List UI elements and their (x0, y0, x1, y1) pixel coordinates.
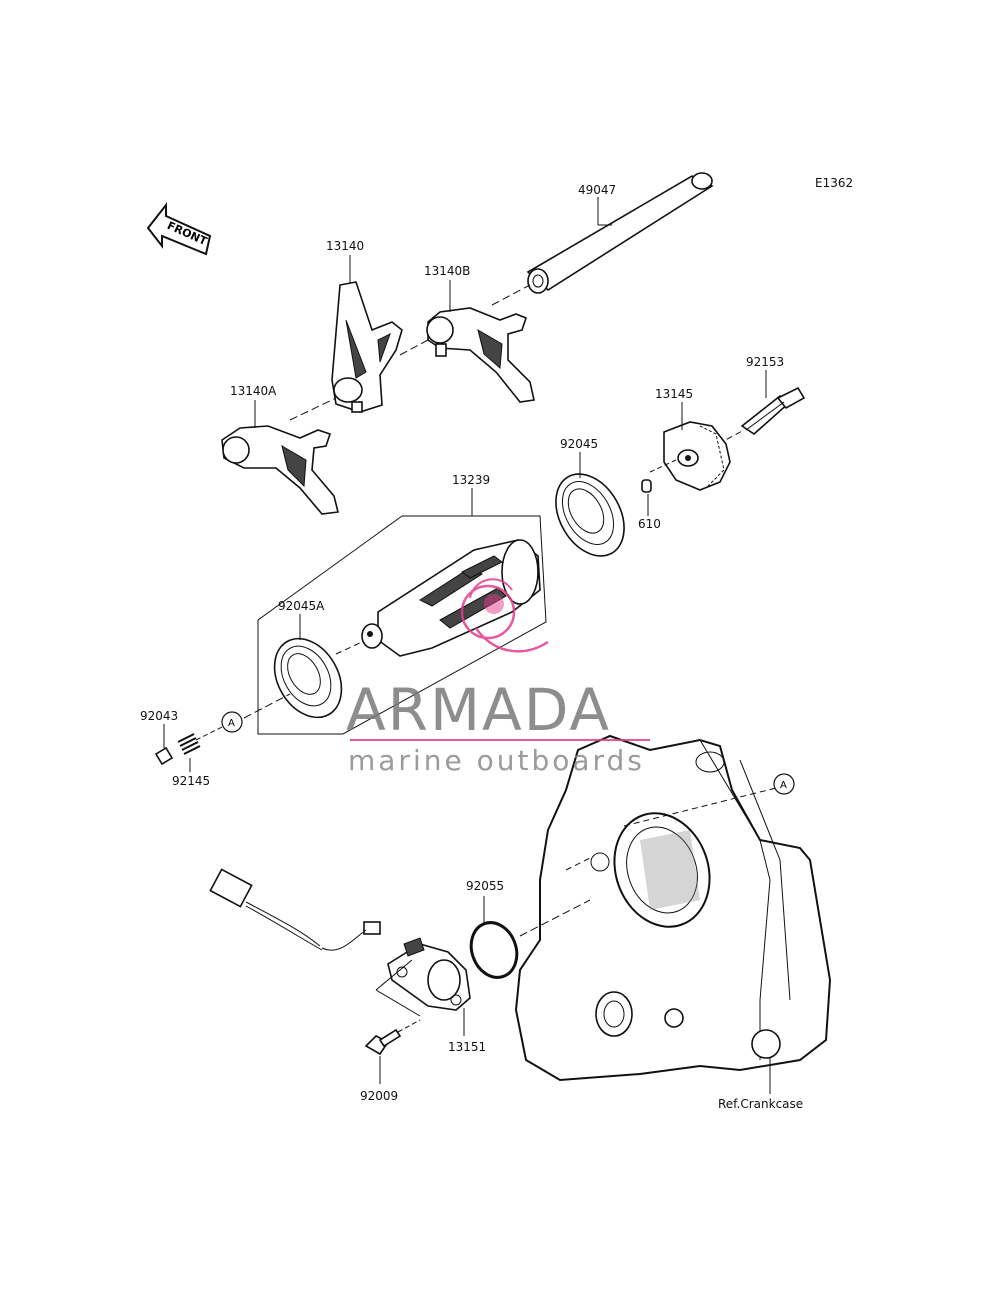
label-49047: 49047 (578, 183, 616, 197)
gear-position-sensor-13151[interactable] (209, 868, 471, 1036)
crankcase-reference (514, 734, 832, 1094)
shift-drum-cam-13145[interactable] (649, 402, 731, 491)
shift-fork-13140A[interactable] (221, 397, 339, 515)
label-610: 610 (638, 517, 661, 531)
armada-logo-icon (460, 578, 549, 653)
detent-pin-92043[interactable] (154, 724, 174, 766)
label-92043: 92043 (140, 709, 178, 723)
label-92045: 92045 (560, 437, 598, 451)
watermark-tagline: marine outboards (348, 744, 645, 777)
label-13140: 13140 (326, 239, 364, 253)
label-92009: 92009 (360, 1089, 398, 1103)
label-13239: 13239 (452, 473, 490, 487)
label-13145: 13145 (655, 387, 693, 401)
shift-fork-13140B[interactable] (399, 280, 535, 403)
label-13140A: 13140A (230, 384, 277, 398)
spring-92145[interactable] (177, 733, 201, 772)
label-92153: 92153 (746, 355, 784, 369)
bearing-92045A[interactable] (243, 614, 355, 729)
label-92145: 92145 (172, 774, 210, 788)
bearing-92045[interactable] (542, 452, 638, 568)
label-13140B: 13140B (424, 264, 470, 278)
callout-a-right: A (773, 773, 795, 795)
screw-92009[interactable] (364, 1019, 421, 1084)
armada-watermark: ARMADA marine outboards (346, 578, 650, 777)
shift-fork-13140[interactable] (331, 255, 403, 413)
pin-bolt-92153[interactable] (717, 370, 806, 445)
ref-crankcase-label: Ref.Crankcase (718, 1097, 803, 1111)
watermark-brand: ARMADA (346, 676, 611, 744)
callout-a-right-letter: A (780, 780, 787, 791)
callout-a-left-letter: A (228, 718, 235, 729)
callout-a-left: A (195, 711, 243, 741)
front-arrow-icon: FRONT (146, 202, 212, 256)
diagram-code: E1362 (815, 176, 853, 190)
o-ring-92055[interactable] (464, 896, 591, 984)
dowel-pin-610[interactable] (641, 479, 652, 516)
shift-rod-49047[interactable] (491, 172, 714, 306)
label-92045A: 92045A (278, 599, 325, 613)
label-13151: 13151 (448, 1040, 486, 1054)
label-92055: 92055 (466, 879, 504, 893)
shift-drum-13239[interactable] (257, 488, 547, 735)
